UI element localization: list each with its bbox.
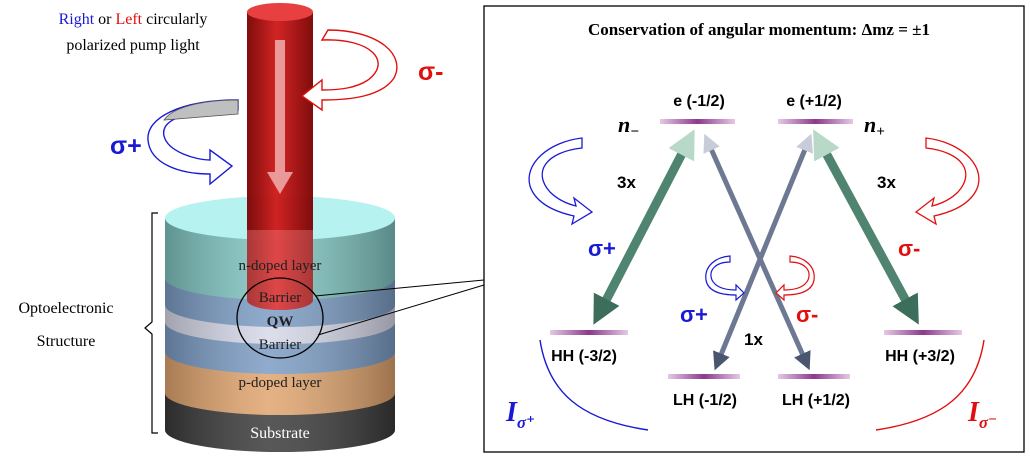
label-hh-plus: HH (+3/2) xyxy=(885,348,955,365)
label-hh-minus: HH (-3/2) xyxy=(551,348,617,365)
i-sigma-plus-label: Iσ⁺ xyxy=(505,397,535,432)
pump-caption-line1: Right or Left circularly xyxy=(59,11,208,28)
level-hh-minus xyxy=(550,330,628,335)
level-e-minus xyxy=(660,119,735,124)
zoom-line-top xyxy=(314,279,485,297)
pump-beam xyxy=(247,3,313,310)
blue-curl-outer-icon xyxy=(528,137,594,226)
level-e-plus xyxy=(778,119,853,124)
i-sigma-plus-arc xyxy=(539,339,649,431)
red-curl-inner-icon xyxy=(775,255,815,302)
sigma-plus-outer: σ+ xyxy=(588,236,616,261)
i-sigma-minus-label: Iσ⁻ xyxy=(967,397,997,432)
label-lh-plus: LH (+1/2) xyxy=(782,392,850,409)
blue-curl-inner-icon xyxy=(705,255,745,302)
zoom-line-bottom xyxy=(317,284,485,336)
panel-title: Conservation of angular momentum: Δmz = … xyxy=(588,20,930,39)
substrate-label: Substrate xyxy=(250,425,310,442)
level-lh-plus xyxy=(778,374,850,379)
ratio-left: 3x xyxy=(617,173,636,192)
transition-lh-plus-e-minus xyxy=(703,133,811,371)
transition-hh-plus-e-plus xyxy=(813,129,919,325)
label-e-plus: e (+1/2) xyxy=(786,93,842,110)
structure-brace xyxy=(144,212,158,434)
qw-zoom-circle xyxy=(236,277,324,359)
level-hh-plus xyxy=(884,330,962,335)
label-e-minus: e (-1/2) xyxy=(673,93,725,110)
i-sigma-minus-arc xyxy=(875,339,985,431)
pump-caption-line2: polarized pump light xyxy=(66,37,200,54)
barrier-top-label: Barrier xyxy=(259,290,301,306)
p-doped-label: p-doped layer xyxy=(239,375,322,391)
ratio-right: 3x xyxy=(877,173,896,192)
beam-direction-arrow xyxy=(267,40,293,194)
transition-hh-minus-e-minus xyxy=(593,129,695,325)
n-doped-label: n-doped layer xyxy=(239,258,322,274)
qw-label: QW xyxy=(267,314,294,330)
sigma-plus-inner: σ+ xyxy=(680,302,708,327)
blue-curl-arrow-icon xyxy=(147,99,239,186)
sigma-minus-left: σ- xyxy=(418,58,443,86)
red-curl-outer-icon xyxy=(914,137,980,226)
level-lh-minus xyxy=(668,374,740,379)
ratio-center: 1x xyxy=(744,330,763,349)
structure-label-line2: Structure xyxy=(37,333,96,350)
sigma-minus-outer: σ- xyxy=(898,236,920,261)
transition-panel xyxy=(483,5,1025,453)
sigma-plus-left: σ+ xyxy=(110,132,142,160)
structure-label-line1: Optoelectronic xyxy=(18,300,113,317)
red-curl-arrow-icon xyxy=(300,29,398,112)
label-lh-minus: LH (-1/2) xyxy=(673,392,737,409)
barrier-bottom-label: Barrier xyxy=(259,337,301,353)
sigma-minus-inner: σ- xyxy=(796,302,818,327)
